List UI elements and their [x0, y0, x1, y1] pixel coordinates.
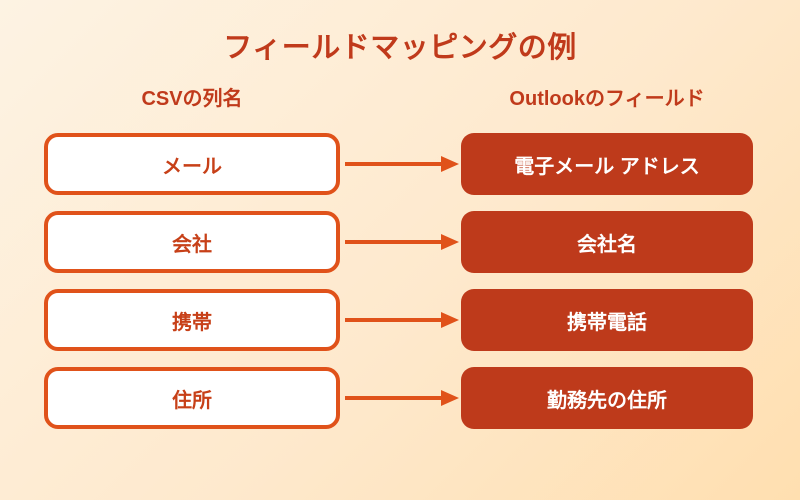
- csv-field-label: メール: [162, 155, 222, 178]
- outlook-column-header: Outlookのフィールド: [509, 88, 705, 110]
- outlook-field-label: 携帯電話: [567, 311, 647, 334]
- outlook-field-box: 会社名: [461, 211, 753, 273]
- csv-field-box: 携帯: [44, 289, 340, 351]
- mapping-row: 住所 勤務先の住所: [0, 367, 800, 429]
- outlook-field-box: 電子メール アドレス: [461, 133, 753, 195]
- outlook-field-label: 電子メール アドレス: [514, 155, 700, 178]
- outlook-field-box: 携帯電話: [461, 289, 753, 351]
- csv-field-box: 会社: [44, 211, 340, 273]
- mapping-row: 携帯 携帯電話: [0, 289, 800, 351]
- right-arrow-icon: [345, 390, 459, 406]
- csv-column-header: CSVの列名: [141, 88, 243, 110]
- csv-field-label: 携帯: [172, 311, 212, 334]
- mapping-row: 会社 会社名: [0, 211, 800, 273]
- right-arrow-icon: [345, 156, 459, 172]
- outlook-field-label: 会社名: [577, 233, 637, 256]
- csv-field-box: メール: [44, 133, 340, 195]
- outlook-field-label: 勤務先の住所: [547, 389, 667, 412]
- outlook-field-box: 勤務先の住所: [461, 367, 753, 429]
- csv-field-label: 会社: [172, 233, 212, 256]
- csv-field-label: 住所: [172, 389, 212, 412]
- mapping-row: メール 電子メール アドレス: [0, 133, 800, 195]
- page-title: フィールドマッピングの例: [223, 32, 577, 64]
- csv-field-box: 住所: [44, 367, 340, 429]
- right-arrow-icon: [345, 234, 459, 250]
- right-arrow-icon: [345, 312, 459, 328]
